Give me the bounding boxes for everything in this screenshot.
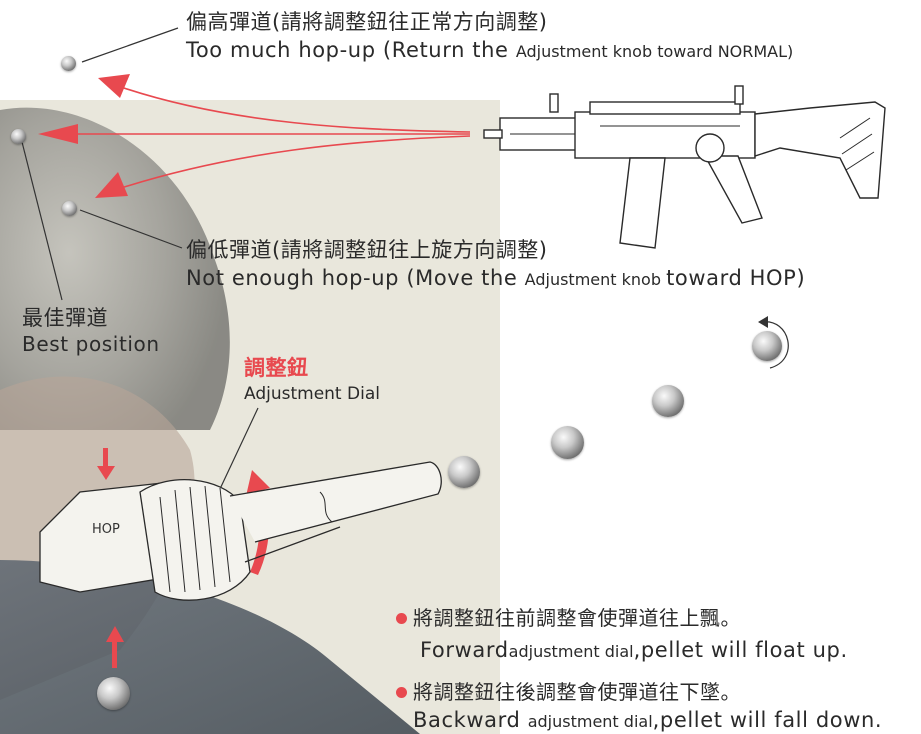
note-backward-en-c: ,pellet will fall down. [652, 708, 883, 732]
pellet-barrel [448, 456, 480, 488]
dial-zh: 調整鈕 [244, 356, 309, 380]
best-zh: 最佳彈道 [22, 306, 108, 330]
too-low-zh: 偏低彈道(請將調整鈕往上旋方向調整) [186, 238, 548, 262]
too-high-en: Too much hop-up (Return the Adjustment k… [186, 38, 793, 62]
arrow-up-marker [106, 626, 124, 642]
note-backward-en-a: Backward [413, 708, 528, 732]
pellet-high [61, 56, 76, 71]
note-backward-en: Backward adjustment dial,pellet will fal… [413, 708, 882, 732]
trajectory-high [114, 84, 471, 133]
note-forward-zh-text: 將調整鈕往前調整會使彈道往上飄。 [413, 606, 741, 630]
note-backward-zh: 將調整鈕往後調整會使彈道往下墜。 [396, 676, 741, 705]
pellet-lower [551, 426, 584, 459]
note-forward-en-b: adjustment dial [508, 642, 634, 661]
too-high-en-b: Adjustment knob toward NORMAL) [515, 42, 794, 61]
arrow-down-marker [97, 466, 115, 480]
too-low-en-c: toward HOP) [666, 266, 806, 290]
bullet-icon [396, 687, 407, 698]
note-forward-en-a: Forward [420, 638, 509, 662]
note-forward-zh: 將調整鈕往前調整會使彈道往上飄。 [396, 602, 741, 631]
hop-mark: HOP [92, 522, 120, 537]
best-en: Best position [22, 332, 160, 356]
pellet-mid [652, 385, 684, 417]
too-high-en-a: Too much hop-up (Return the [186, 38, 516, 62]
arrow-low [95, 172, 128, 198]
note-forward-en: Forwardadjustment dial,pellet will float… [420, 638, 848, 662]
too-high-zh: 偏高彈道(請將調整鈕往正常方向調整) [186, 10, 548, 34]
note-backward-zh-text: 將調整鈕往後調整會使彈道往下墜。 [413, 680, 741, 704]
too-low-en-b: Adjustment knob [524, 270, 667, 289]
hop-up-unit-diagram [39, 461, 442, 601]
pellet-bottom [97, 677, 130, 710]
note-forward-en-c: ,pellet will float up. [633, 638, 848, 662]
rifle-illustration [483, 85, 886, 249]
bullet-icon [396, 613, 407, 624]
too-low-en-a: Not enough hop-up (Move the [186, 266, 525, 290]
trajectory-low [99, 135, 471, 196]
dial-en: Adjustment Dial [244, 384, 380, 404]
pellet-rotating [752, 331, 782, 361]
note-backward-en-b: adjustment dial [527, 712, 653, 731]
pellet-low [62, 201, 77, 216]
pellet-best [11, 129, 26, 144]
too-low-en: Not enough hop-up (Move the Adjustment k… [186, 266, 805, 290]
arrow-best [38, 124, 78, 144]
arrow-high [98, 74, 130, 98]
soldier-photo [0, 107, 420, 734]
